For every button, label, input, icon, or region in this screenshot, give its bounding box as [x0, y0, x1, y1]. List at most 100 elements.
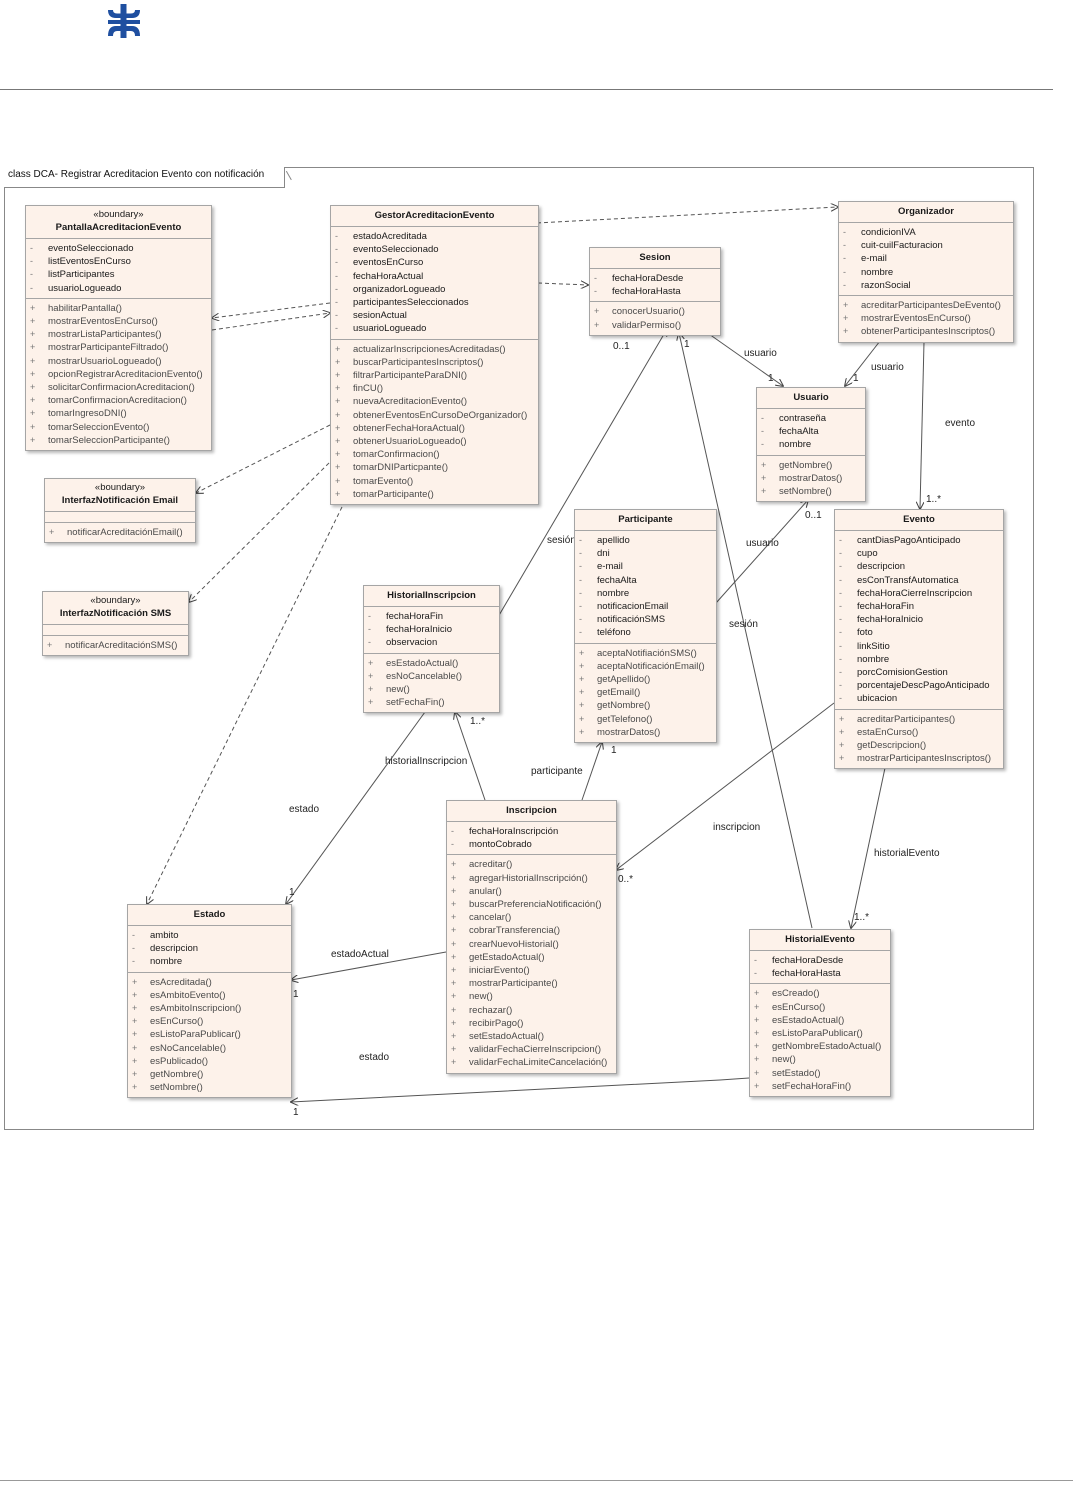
class-operations-compartment: +actualizarInscripcionesAcreditadas()+bu… [331, 338, 538, 504]
visibility-marker: + [132, 989, 138, 1000]
class-operation: validarPermiso() [612, 319, 682, 331]
class-sesion[interactable]: Sesion-fechaHoraDesde-fechaHoraHasta+con… [589, 247, 721, 336]
class-attribute: fechaHoraFin [386, 611, 444, 622]
class-estado[interactable]: Estado-ambito-descripcion-nombre+esAcred… [127, 904, 292, 1099]
class-operation-row: +validarFechaCierreInscripcion() [447, 1043, 616, 1056]
class-interfaz-notificacion-email[interactable]: «boundary» InterfazNotificación Email +not… [44, 478, 196, 544]
visibility-marker: + [132, 976, 138, 987]
class-interfaz-notificacion-sms[interactable]: «boundary»InterfazNotificación SMS+notif… [42, 591, 189, 657]
class-usuario[interactable]: Usuario-contraseña-fechaAlta-nombre+getN… [756, 387, 866, 503]
visibility-marker: + [451, 872, 457, 883]
class-header: HistorialInscripcion [364, 586, 499, 607]
class-historial-evento[interactable]: HistorialEvento-fechaHoraDesde-fechaHora… [749, 929, 891, 1098]
edge-label-usuario: usuario [746, 538, 779, 549]
class-operation-row: +cobrarTransferencia() [447, 924, 616, 937]
class-name: GestorAcreditacionEvento [374, 210, 495, 221]
class-operation: acreditarParticipantesDeEvento() [861, 300, 1001, 312]
class-header: GestorAcreditacionEvento [331, 206, 538, 227]
class-operations-compartment: +esAcreditada()+esAmbitoEvento()+esAmbit… [128, 971, 291, 1098]
class-pantalla-acreditacion-evento[interactable]: «boundary»PantallaAcreditacionEvento-eve… [25, 205, 212, 452]
class-operation: tomarDNIParticpante() [353, 462, 449, 474]
class-operation-row: + esAmbitoEvento() [128, 989, 291, 1002]
class-operation-row: +iniciarEvento() [447, 964, 616, 977]
class-operations-compartment: +notificarAcreditaciónSMS() [43, 635, 188, 655]
class-attributes-compartment: -fechaHoraDesde-fechaHoraHasta [750, 951, 890, 983]
visibility-marker: - [594, 273, 597, 283]
class-stereotype: «boundary» [94, 482, 146, 493]
visibility-marker: + [30, 408, 36, 419]
class-operation: cancelar() [469, 912, 512, 924]
class-attribute: fechaHoraInicio [386, 624, 453, 636]
visibility-marker: + [335, 356, 341, 367]
class-attribute: contraseña [779, 413, 827, 424]
class-operation-row: +acreditar() [447, 858, 616, 871]
visibility-marker: + [451, 965, 457, 976]
class-attribute: eventoSeleccionado [48, 243, 134, 254]
class-historial-inscripcion[interactable]: HistorialInscripcion-fechaHoraFin-fechaH… [363, 585, 500, 714]
class-operation-row: +mostrarDatos() [757, 472, 865, 485]
class-attribute: listEventosEnCurso [48, 256, 131, 268]
class-operation: getTelefono() [597, 713, 653, 725]
visibility-marker: + [579, 713, 585, 724]
class-operation: setFechaFin() [386, 697, 445, 709]
class-operation-row: +conocerUsuario() [590, 305, 720, 318]
class-operation-row: +crearNuevoHistorial() [447, 938, 616, 951]
class-participante[interactable]: Participante-apellido-dni-e-mail-fechaAl… [574, 509, 717, 744]
class-attribute: condicionIVA [861, 227, 916, 238]
class-operation-row: +validarFechaLimiteCancelación() [447, 1056, 616, 1069]
class-operations-compartment: +notificarAcreditaciónEmail() [45, 522, 195, 542]
class-operation-row: +new() [364, 683, 499, 696]
visibility-marker: + [335, 343, 341, 354]
class-attribute: descripcion [857, 561, 906, 573]
class-attribute-row: -teléfono [575, 626, 716, 639]
class-operation: new() [469, 991, 493, 1003]
multiplicity-label: 0..1 [805, 510, 822, 521]
class-attribute-row: -cantDiasPagoAnticipado [835, 534, 1003, 547]
class-attribute-row: -fechaHoraDesde [750, 954, 890, 967]
class-inscripcion[interactable]: Inscripcion-fechaHoraInscripción-montoCo… [446, 800, 617, 1074]
visibility-marker: + [30, 434, 36, 445]
class-operation: esEstadoActual() [386, 657, 459, 669]
multiplicity-label: 1 [853, 373, 859, 384]
class-operations-compartment: +acreditarParticipantesDeEvento()+mostra… [839, 295, 1013, 342]
edge-label-evento: evento [945, 418, 976, 429]
class-operation-row: +solicitarConfirmacionAcreditacion() [26, 381, 211, 394]
class-evento[interactable]: Evento-cantDiasPagoAnticipado-cupo-descr… [834, 509, 1004, 770]
visibility-marker: - [30, 269, 33, 280]
class-operation-row: +getDescripcion() [835, 739, 1003, 752]
visibility-marker: - [839, 653, 842, 664]
visibility-marker: - [335, 310, 338, 321]
visibility-marker: + [754, 1067, 760, 1078]
class-organizador[interactable]: Organizador-condicionIVA-cuit-cuilFactur… [838, 201, 1014, 343]
visibility-marker: - [843, 266, 846, 277]
visibility-marker: - [761, 439, 764, 450]
class-attribute-row: -descripcion [128, 942, 291, 955]
visibility-marker: - [579, 614, 582, 625]
visibility-marker: + [839, 713, 845, 724]
class-operation-row: +esEstadoActual() [364, 657, 499, 670]
class-attribute-row: -eventosEnCurso [331, 256, 538, 269]
class-operation-row: +aceptaNotifiaciónSMS() [575, 647, 716, 660]
class-operation: esEnCurso() [150, 1016, 204, 1028]
class-header: Evento [835, 510, 1003, 531]
class-name: InterfazNotificación Email [61, 495, 179, 506]
visibility-marker: + [132, 1029, 138, 1040]
class-operation: setFechaHoraFin() [772, 1080, 852, 1092]
edge-label-usuario: usuario [744, 348, 777, 359]
class-operation-row: +setFechaFin() [364, 696, 499, 709]
class-operation-row: +tomarDNIParticpante() [331, 461, 538, 474]
class-attribute: ambito [150, 930, 179, 941]
class-operation: obtenerFechaHoraActual() [353, 422, 465, 434]
visibility-marker: - [368, 637, 371, 648]
class-attribute-row: -usuarioLogueado [331, 322, 538, 335]
class-operation-row: +esAcreditada() [128, 976, 291, 989]
visibility-marker: + [132, 1016, 138, 1027]
visibility-marker: + [30, 395, 36, 406]
class-operation: esAmbitoEvento() [150, 989, 226, 1001]
multiplicity-label: 1 [768, 373, 774, 384]
class-operation-row: +cancelar() [447, 911, 616, 924]
class-operation: mostrarDatos() [779, 472, 843, 484]
class-gestor-acreditacion-evento[interactable]: GestorAcreditacionEvento-estadoAcreditad… [330, 205, 539, 506]
visibility-marker: - [839, 561, 842, 572]
visibility-marker: + [839, 740, 845, 751]
